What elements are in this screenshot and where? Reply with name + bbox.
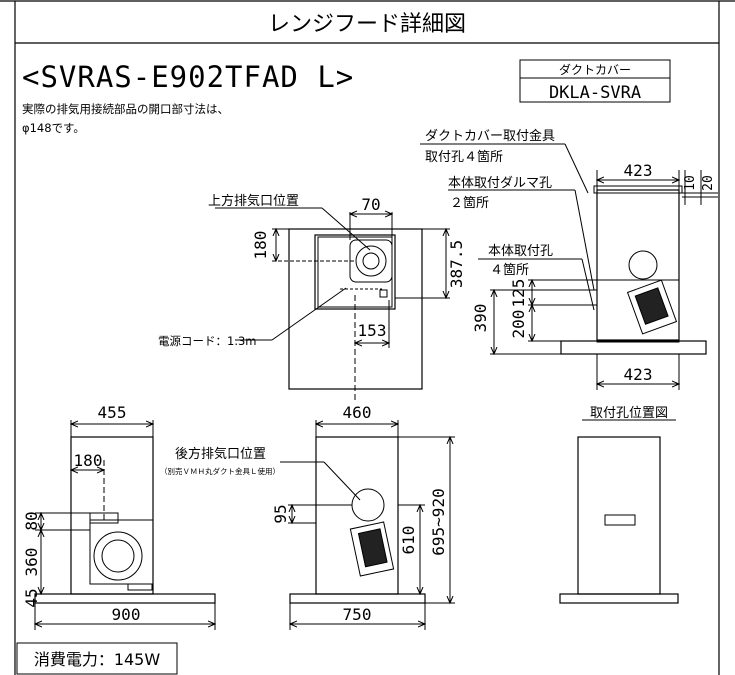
sheet-title: レンジフード詳細図 xyxy=(268,12,466,37)
power-consumption-box: 消費電力：145W xyxy=(16,642,178,675)
dim-153: 153 xyxy=(358,321,387,340)
duct-cover-header: ダクトカバー xyxy=(559,62,631,77)
dim-45: 45 xyxy=(22,588,41,607)
body-daruma-label: 本体取付ダルマ孔 xyxy=(448,176,552,191)
cover-bracket-holes-label: 取付孔４箇所 xyxy=(425,149,503,165)
opening-note-line2: φ148です。 xyxy=(22,121,85,135)
dim-95: 95 xyxy=(271,504,290,523)
dim-180-left: 180 xyxy=(74,451,103,470)
rear-exhaust-note: （別売ＶＭＨ丸ダクト金具Ｌ使用） xyxy=(160,466,280,476)
dim-10: 10 xyxy=(683,175,698,191)
top-view xyxy=(215,207,450,400)
dim-200: 200 xyxy=(509,310,528,339)
power-cord-label: 電源コード：1.3m xyxy=(158,334,257,348)
mount-holes-view xyxy=(559,419,679,604)
opening-note-line1: 実際の排気用接続部品の開口部寸法は、 xyxy=(22,102,229,116)
body-holes-label: 本体取付孔 xyxy=(488,244,553,259)
dim-460: 460 xyxy=(343,403,372,422)
side-view-right xyxy=(420,143,718,390)
cover-bracket-label: ダクトカバー取付金具 xyxy=(425,128,555,144)
rear-exhaust-label: 後方排気口位置 xyxy=(175,446,266,462)
dim-390: 390 xyxy=(471,304,490,333)
duct-cover-model: DKLA-SVRA xyxy=(549,83,641,103)
side-view-left xyxy=(35,420,215,630)
upper-exhaust-label: 上方排気口位置 xyxy=(208,193,299,209)
dim-695-920: 695~920 xyxy=(429,488,448,555)
body-holes-count-label: ４箇所 xyxy=(490,262,529,278)
dim-360: 360 xyxy=(22,548,41,577)
dim-80: 80 xyxy=(22,511,41,530)
dim-455: 455 xyxy=(98,403,127,422)
model-name: <SVRAS-E902TFAD L> xyxy=(22,60,354,94)
dim-125: 125 xyxy=(509,279,528,308)
dim-20: 20 xyxy=(701,175,716,191)
body-daruma-count-label: ２箇所 xyxy=(450,195,489,211)
duct-cover-box: ダクトカバー DKLA-SVRA xyxy=(519,59,671,103)
dim-423-bottom: 423 xyxy=(624,365,653,384)
dim-180-top: 180 xyxy=(251,231,270,260)
front-view xyxy=(280,420,455,630)
mount-holes-label: 取付孔位置図 xyxy=(590,406,668,421)
dim-900: 900 xyxy=(112,605,141,624)
dim-750: 750 xyxy=(343,605,372,624)
dim-70: 70 xyxy=(361,195,380,214)
power-consumption: 消費電力：145W xyxy=(34,650,161,669)
dim-387-5: 387.5 xyxy=(447,240,466,288)
dim-423-top: 423 xyxy=(624,161,653,180)
dim-610: 610 xyxy=(399,526,418,555)
